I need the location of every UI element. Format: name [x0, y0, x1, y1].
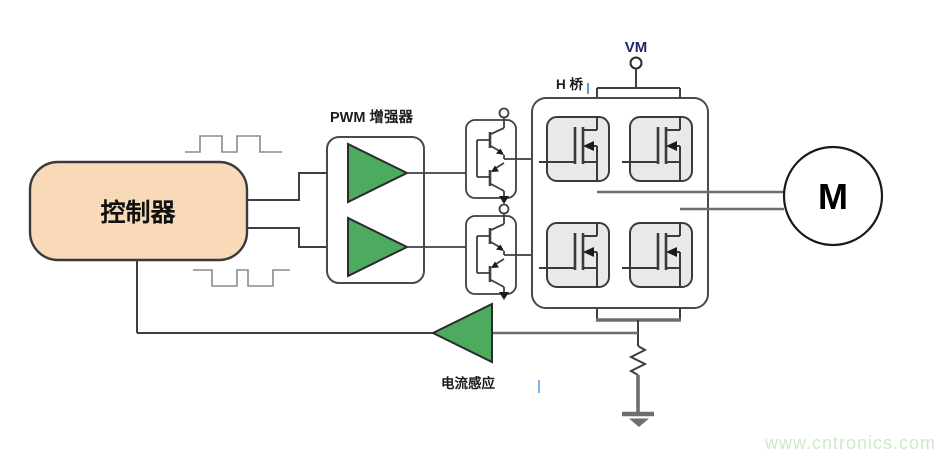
controller-block: 控制器 — [28, 160, 249, 262]
motor-circle — [782, 145, 884, 247]
gate-driver-1 — [464, 107, 518, 206]
cursor-artifact-2 — [538, 380, 540, 393]
controller-label: 控制器 — [100, 199, 176, 227]
mosfet-top-right — [620, 115, 694, 183]
ground-symbol — [622, 411, 654, 427]
vm-label: VM — [625, 39, 648, 56]
mosfet-bottom-right — [620, 221, 694, 289]
wire-controller-to-booster-1 — [247, 172, 348, 201]
controller-box — [28, 160, 249, 262]
current-sense-triangle — [430, 302, 493, 364]
pwm-booster-label: PWM 增强器 — [330, 108, 413, 126]
h-bridge-label: H 桥 — [556, 76, 584, 92]
current-sense-label: 电流感应 — [441, 375, 495, 391]
motor-block: M — [782, 145, 884, 247]
vm-supply: VM — [625, 39, 648, 88]
ground-triangle — [629, 418, 649, 427]
h-bridge-block: H 桥 — [531, 76, 709, 309]
gate-driver-2 — [464, 203, 518, 302]
pwm-booster-block: PWM 增强器 — [326, 108, 425, 284]
buffer-amp-2 — [347, 216, 410, 278]
pwm-waveform-bottom — [193, 269, 290, 287]
watermark: www.cntronics.com — [764, 433, 936, 453]
resistor-zigzag — [628, 345, 648, 376]
vm-terminal-circle — [629, 56, 643, 70]
current-sense-amp: 电流感应 — [430, 302, 495, 391]
sense-resistor — [628, 345, 648, 376]
mosfet-bottom-left — [537, 221, 611, 289]
pwm-waveform-top — [185, 135, 282, 153]
cursor-artifact-1 — [587, 83, 589, 94]
wire-controller-to-booster-2 — [247, 227, 348, 248]
wire-amp-to-controller — [136, 260, 433, 334]
buffer-amp-1 — [347, 142, 410, 204]
motor-label: M — [818, 176, 848, 217]
mosfet-top-left — [537, 115, 611, 183]
